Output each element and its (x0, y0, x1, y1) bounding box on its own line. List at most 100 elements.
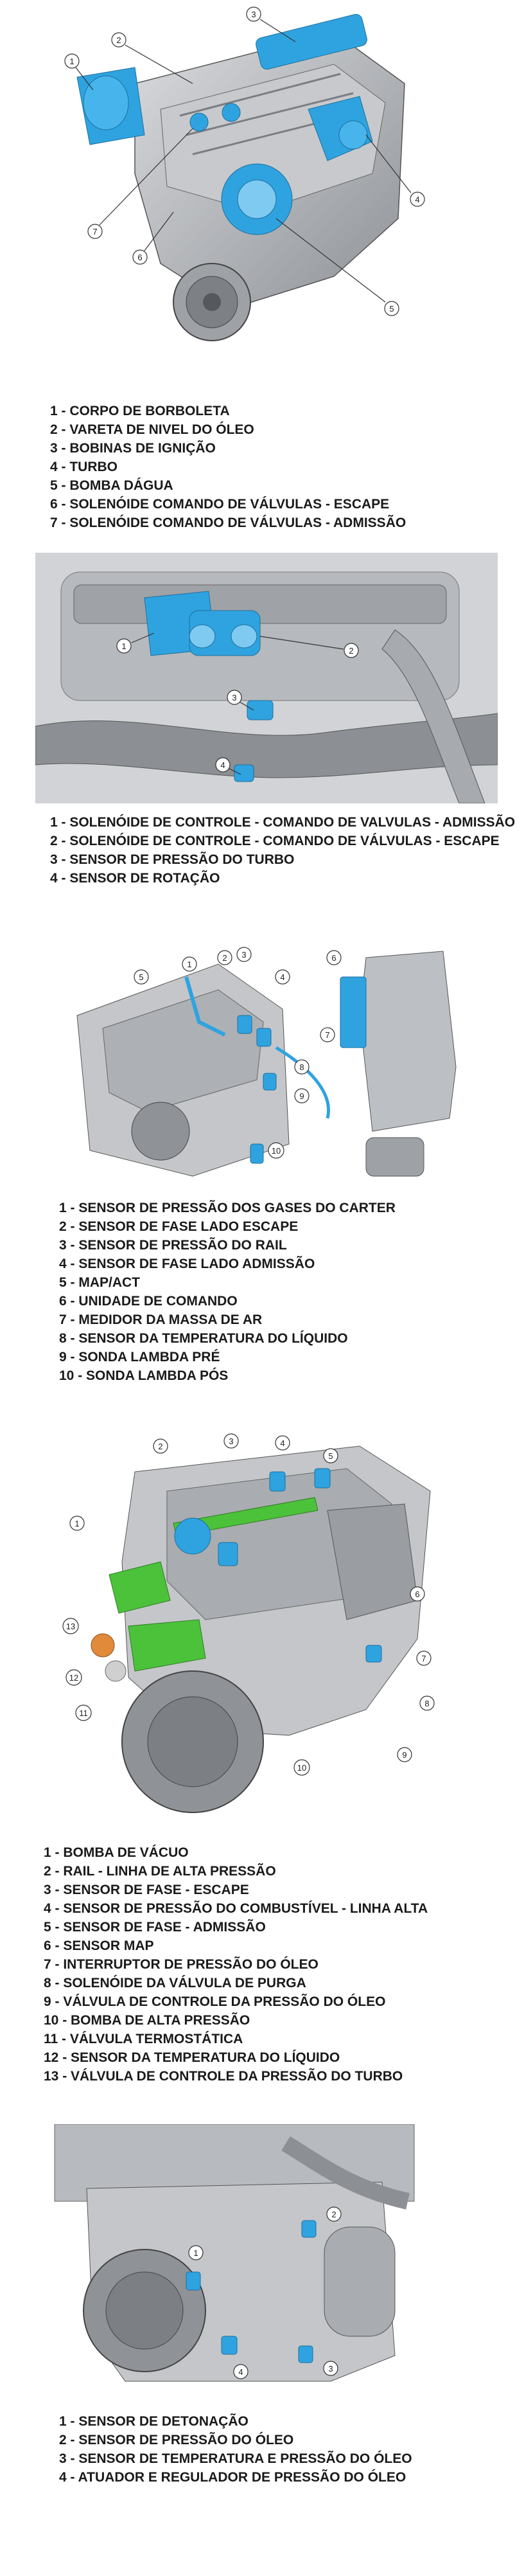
callout-5: 5 (323, 1448, 338, 1463)
callout-2: 2 (111, 32, 193, 84)
svg-text:6: 6 (415, 1589, 419, 1599)
section-engine-fuel-system: 1 2 3 4 5 6 7 (0, 1427, 524, 2153)
legend-item: 13 - VÁLVULA DE CONTROLE DA PRESSÃO DO T… (44, 2069, 403, 2084)
svg-text:3: 3 (232, 693, 236, 702)
callout-3: 3 (236, 947, 252, 962)
callout-12: 12 (66, 1669, 82, 1686)
legend-item: 4 - TURBO (50, 460, 118, 474)
svg-text:9: 9 (402, 1750, 406, 1760)
legend-list-1: 1 - CORPO DE BORBOLETA 2 - VARETA DE NIV… (50, 402, 406, 532)
callout-2: 2 (259, 636, 359, 658)
engine-illustration-2: 1 2 3 4 (35, 553, 498, 803)
svg-text:13: 13 (66, 1622, 75, 1631)
legend-item: 11 - VÁLVULA TERMOSTÁTICA (44, 2032, 243, 2046)
svg-text:6: 6 (331, 953, 336, 963)
svg-text:8: 8 (424, 1699, 429, 1708)
callout-4: 4 (365, 134, 425, 207)
legend-item: 4 - SENSOR DE ROTAÇÃO (50, 871, 220, 886)
svg-text:2: 2 (222, 953, 227, 963)
callout-7: 7 (320, 1027, 335, 1042)
svg-text:1: 1 (69, 57, 74, 66)
svg-text:7: 7 (421, 1654, 426, 1663)
legend-item: 3 - SENSOR DE FASE - ESCAPE (44, 1883, 249, 1897)
svg-text:2: 2 (331, 2210, 336, 2219)
svg-text:7: 7 (92, 227, 97, 237)
svg-text:4: 4 (280, 972, 284, 982)
svg-text:2: 2 (158, 1442, 162, 1451)
svg-text:2: 2 (349, 646, 353, 656)
engine-illustration-3: 1 2 3 4 5 6 7 (64, 938, 462, 1183)
svg-text:12: 12 (69, 1673, 78, 1683)
callout-2: 2 (153, 1438, 168, 1454)
svg-text:8: 8 (299, 1062, 304, 1072)
svg-text:1: 1 (193, 2248, 198, 2258)
callout-6: 6 (326, 950, 342, 965)
svg-text:4: 4 (238, 2367, 243, 2377)
legend-item: 10 - BOMBA DE ALTA PRESSÃO (44, 2013, 250, 2028)
svg-text:11: 11 (79, 1708, 88, 1718)
legend-item: 1 - BOMBA DE VÁCUO (44, 1845, 189, 1860)
svg-text:3: 3 (229, 1436, 233, 1446)
legend-item: 1 - SENSOR DE DETONAÇÃO (59, 2414, 249, 2429)
legend-list-4: 1 - BOMBA DE VÁCUO 2 - RAIL - LINHA DE A… (44, 1843, 428, 2086)
callout-11: 11 (75, 1704, 92, 1721)
svg-text:3: 3 (251, 10, 256, 19)
legend-item: 7 - MEDIDOR DA MASSA DE AR (59, 1312, 263, 1327)
legend-item: 6 - UNIDADE DE COMANDO (59, 1294, 238, 1309)
svg-text:5: 5 (389, 304, 394, 314)
callout-3: 3 (223, 1433, 239, 1449)
svg-text:4: 4 (220, 760, 225, 770)
legend-item: 2 - SENSOR DE PRESSÃO DO ÓLEO (59, 2433, 294, 2447)
callout-6: 6 (410, 1586, 425, 1602)
section-engine-oil-system: 1 2 3 4 1 - SENSOR DE DETONAÇÃO 2 - SENS… (0, 2121, 524, 2576)
legend-item: 6 - SENSOR MAP (44, 1938, 154, 1953)
svg-text:1: 1 (74, 1519, 79, 1528)
engine-illustration-5: 1 2 3 4 (48, 2124, 427, 2388)
callout-10: 10 (268, 1142, 284, 1159)
svg-text:9: 9 (299, 1091, 304, 1101)
engine-illustration-4: 1 2 3 4 5 6 7 (58, 1433, 456, 1825)
legend-item: 2 - SENSOR DE FASE LADO ESCAPE (59, 1219, 299, 1234)
callout-4: 4 (275, 969, 290, 985)
engine-illustration-1: 1 2 3 4 5 (64, 6, 450, 379)
legend-item: 8 - SOLENÓIDE DA VÁLVULA DE PURGA (44, 1976, 306, 1990)
callout-8: 8 (294, 1059, 310, 1075)
legend-list-5: 1 - SENSOR DE DETONAÇÃO 2 - SENSOR DE PR… (59, 2412, 412, 2487)
callout-9: 9 (294, 1088, 310, 1104)
legend-item: 3 - BOBINAS DE IGNIÇÃO (50, 441, 216, 456)
svg-text:5: 5 (328, 1451, 333, 1461)
legend-item: 4 - ATUADOR E REGULADOR DE PRESSÃO DO ÓL… (59, 2470, 406, 2485)
callout-4: 4 (215, 757, 241, 775)
legend-item: 1 - SENSOR DE PRESSÃO DOS GASES DO CARTE… (59, 1201, 396, 1215)
callout-1: 1 (182, 956, 197, 972)
svg-text:4: 4 (280, 1438, 284, 1448)
legend-item: 4 - SENSOR DE PRESSÃO DO COMBUSTÍVEL - L… (44, 1901, 428, 1916)
legend-item: 2 - VARETA DE NIVEL DO ÓLEO (50, 422, 254, 437)
callout-7: 7 (87, 128, 193, 239)
legend-item: 5 - SENSOR DE FASE - ADMISSÃO (44, 1920, 266, 1935)
legend-item: 3 - SENSOR DE PRESSÃO DO TURBO (50, 852, 295, 867)
legend-item: 7 - INTERRUPTOR DE PRESSÃO DO ÓLEO (44, 1957, 319, 1972)
legend-item: 1 - SOLENÓIDE DE CONTROLE - COMANDO DE V… (50, 815, 516, 830)
svg-text:3: 3 (241, 950, 246, 960)
callout-9: 9 (397, 1747, 412, 1762)
callout-2: 2 (326, 2206, 342, 2222)
legend-item: 7 - SOLENÓIDE COMANDO DE VÁLVULAS - ADMI… (50, 515, 406, 530)
legend-item: 2 - RAIL - LINHA DE ALTA PRESSÃO (44, 1864, 276, 1879)
legend-list-2: 1 - SOLENÓIDE DE CONTROLE - COMANDO DE V… (50, 813, 515, 888)
svg-text:5: 5 (139, 972, 143, 982)
svg-text:6: 6 (137, 253, 142, 262)
legend-item: 4 - SENSOR DE FASE LADO ADMISSÃO (59, 1257, 315, 1271)
callout-4: 4 (275, 1435, 290, 1451)
legend-item: 10 - SONDA LAMBDA PÓS (59, 1368, 229, 1383)
section-engine-top-view: 1 2 3 4 1 - SOLENÓIDE DE CONTROLE - COMA… (0, 546, 524, 932)
callout-3: 3 (323, 2361, 338, 2376)
svg-text:2: 2 (116, 35, 121, 45)
section-engine-overview: 1 2 3 4 5 (0, 0, 524, 546)
callout-3: 3 (246, 6, 296, 42)
svg-text:7: 7 (325, 1030, 329, 1040)
legend-item: 8 - SENSOR DA TEMPERATURA DO LÍQUIDO (59, 1331, 348, 1346)
callout-8: 8 (419, 1695, 435, 1711)
callout-7: 7 (416, 1650, 432, 1666)
svg-text:3: 3 (328, 2364, 333, 2374)
